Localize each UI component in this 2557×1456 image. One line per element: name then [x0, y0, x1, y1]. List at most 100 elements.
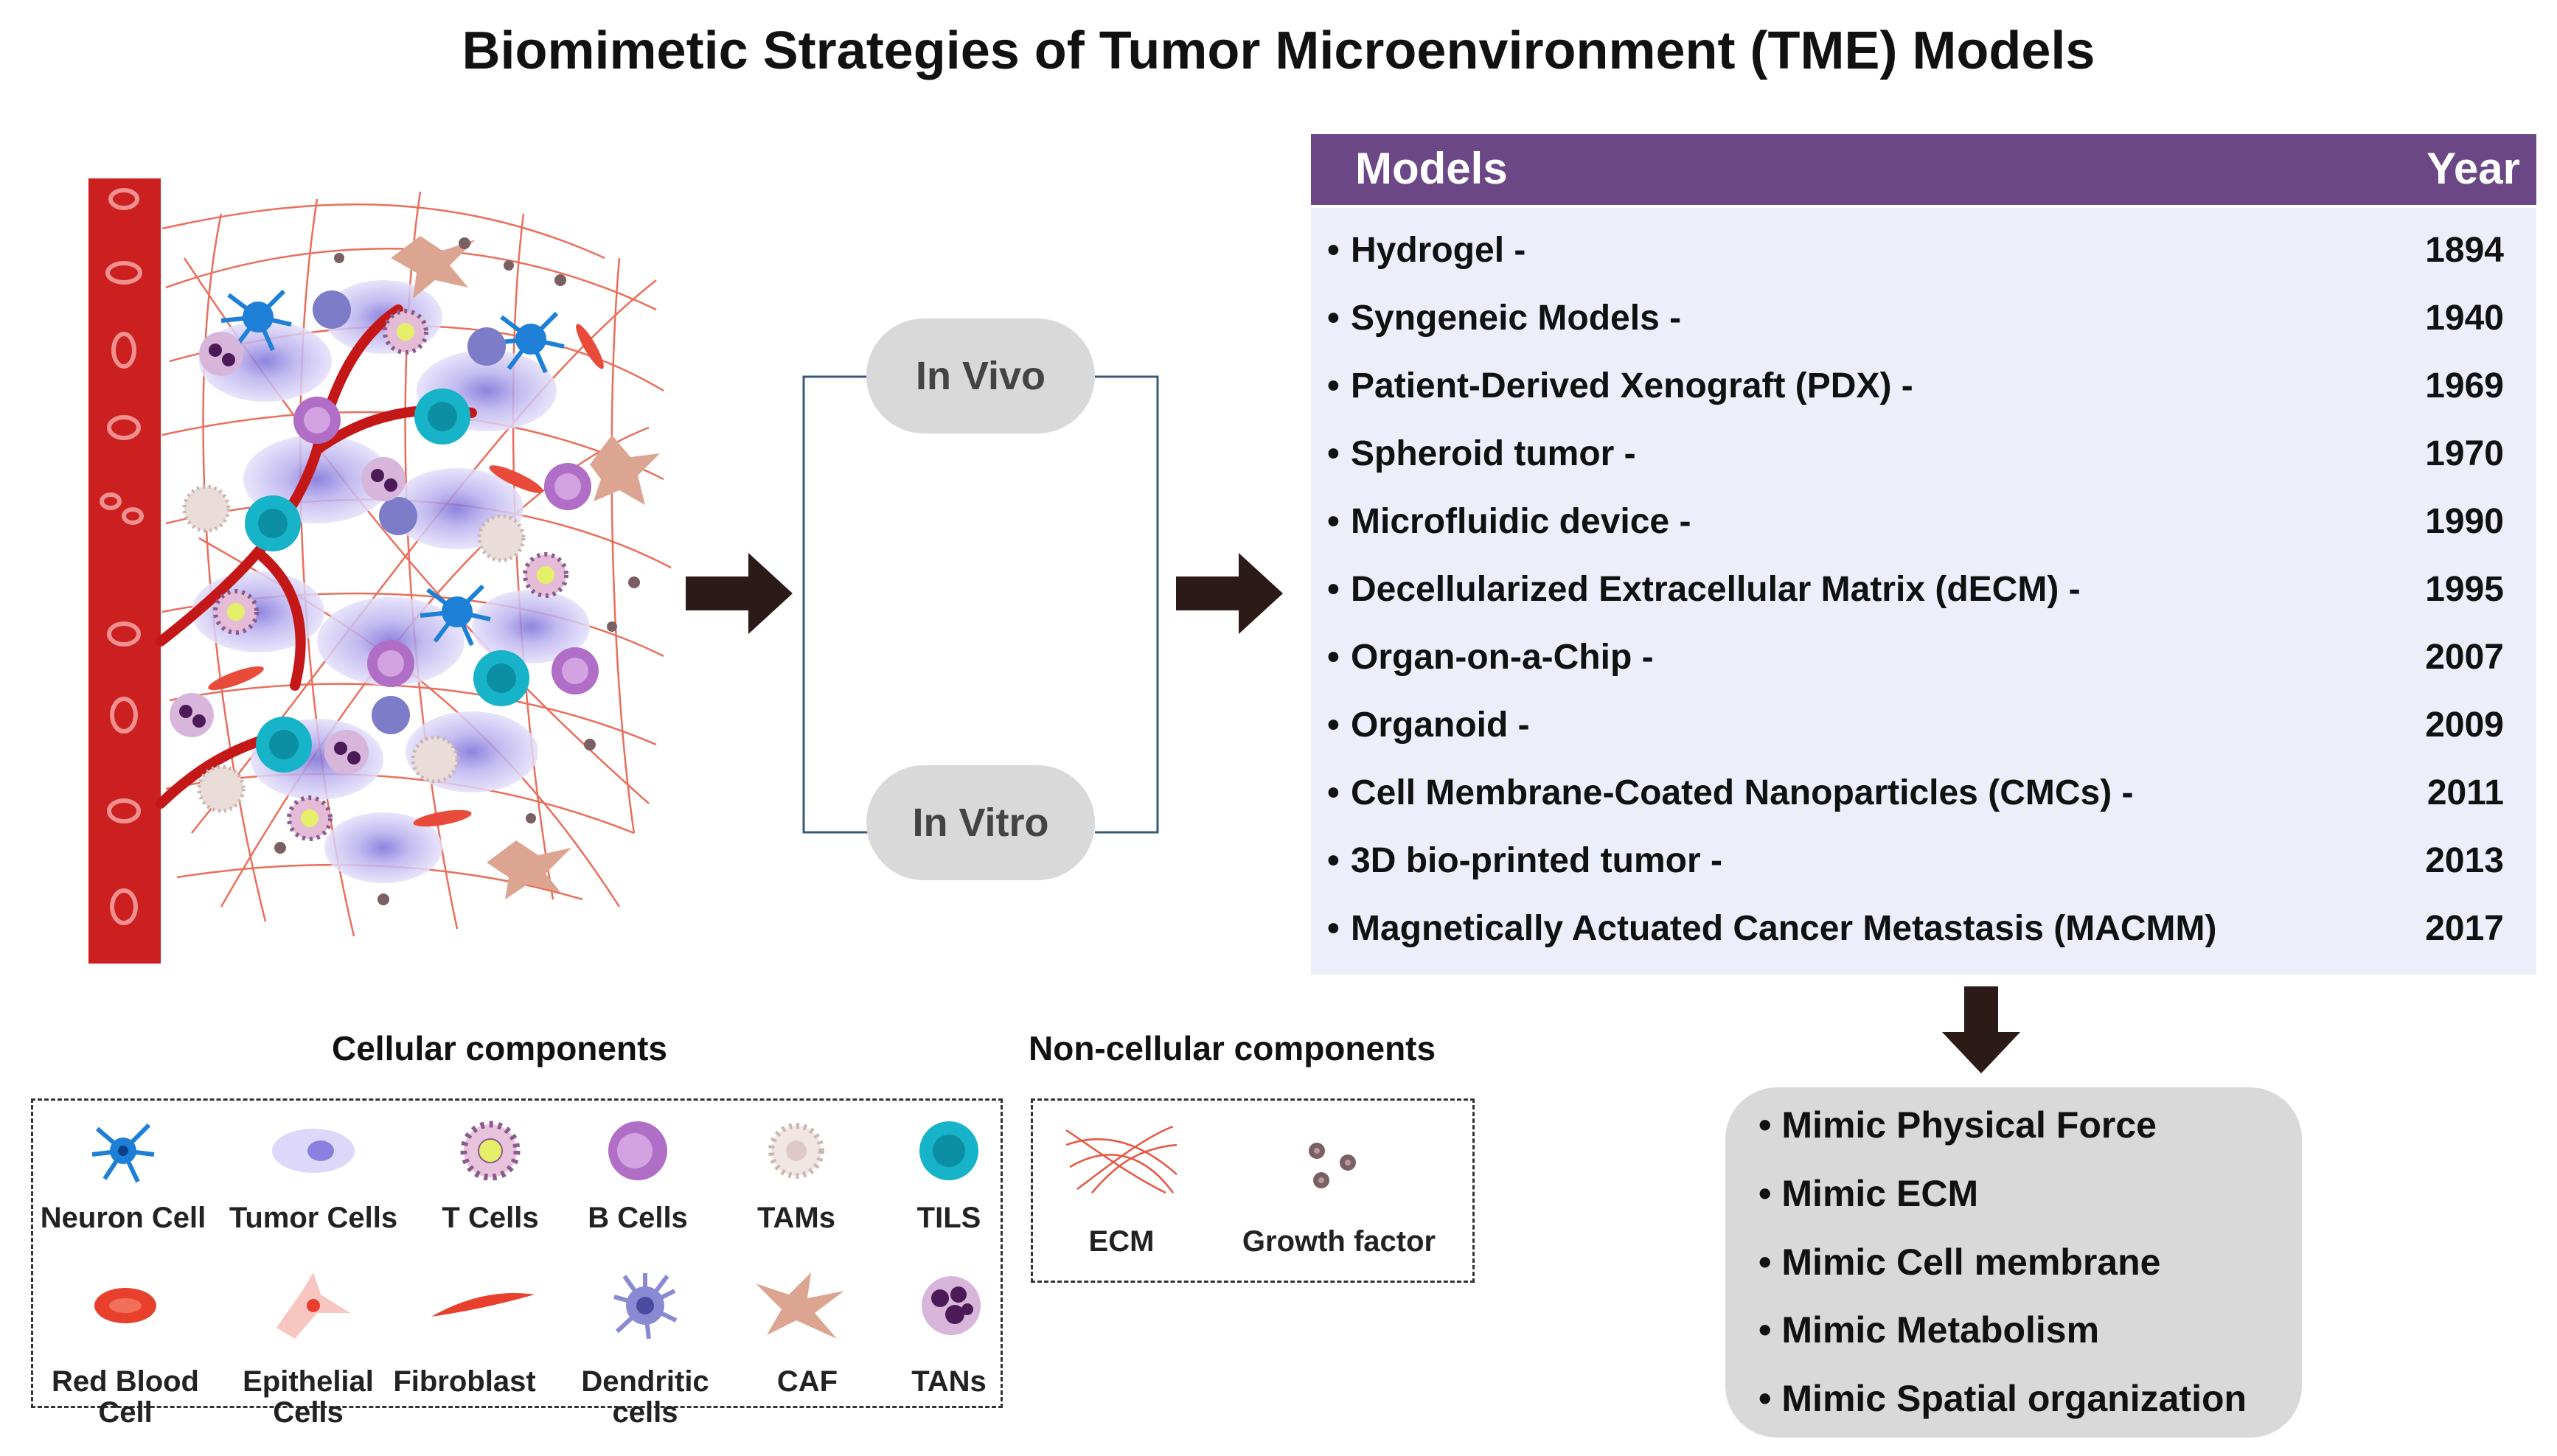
in-vitro-label: In Vitro — [866, 765, 1095, 880]
mimic-item: • Mimic Cell membrane — [1758, 1241, 2161, 1283]
table-row: • Magnetically Actuated Cancer Metastasis… — [1327, 908, 2520, 967]
legend-label-growth-factor: Growth factor — [1242, 1225, 1436, 1258]
mimic-item: • Mimic Metabolism — [1758, 1309, 2100, 1351]
legend-label-tils: TILS — [916, 1202, 981, 1234]
bullet-icon: • — [1327, 299, 1340, 338]
model-name: Syngeneic Models - — [1351, 299, 1682, 338]
legend-label-tumor: Tumor Cells — [229, 1202, 398, 1234]
tumor-cell-icon — [272, 1129, 355, 1173]
mimic-box: • Mimic Physical Force • Mimic ECM • Mim… — [1725, 1087, 2302, 1438]
model-year: 2011 — [2426, 773, 2504, 812]
mimic-item: • Mimic Physical Force — [1758, 1104, 2157, 1146]
bullet-icon: • — [1327, 502, 1340, 541]
arrow-down-icon — [1942, 986, 2020, 1073]
model-name: 3D bio-printed tumor - — [1351, 841, 1722, 880]
fibroblast-icon — [431, 1293, 535, 1317]
table-row: • Organ-on-a-Chip - 2007 — [1327, 637, 2520, 696]
table-row: • 3D bio-printed tumor - 2013 — [1327, 840, 2520, 899]
model-name: Organoid - — [1351, 706, 1530, 745]
model-year: 2009 — [2425, 706, 2504, 745]
year-column-header: Year — [2426, 144, 2520, 193]
legend-label-ecm: ECM — [1088, 1225, 1155, 1258]
model-year: 1995 — [2425, 570, 2504, 609]
dendritic-cell-icon — [613, 1273, 678, 1340]
model-name: Spheroid tumor - — [1351, 434, 1636, 473]
fibroblasts — [208, 324, 604, 827]
tam-icon — [768, 1123, 824, 1179]
model-year: 2013 — [2425, 841, 2504, 880]
legend-label-tans: TANs — [911, 1365, 987, 1398]
table-row: • Hydrogel - 1894 — [1327, 230, 2520, 289]
tils-icon — [919, 1121, 978, 1180]
table-row: •Decellularized Extracellular Matrix (dE… — [1327, 569, 2520, 628]
model-name: Hydrogel - — [1351, 231, 1526, 270]
vessel-rbcs — [100, 188, 144, 925]
figure-title: Biomimetic Strategies of Tumor Microenvi… — [462, 21, 2095, 80]
mimic-item: • Mimic Spatial organization — [1758, 1378, 2247, 1419]
b-cells — [293, 397, 599, 694]
noncellular-legend: ECM Growth factor — [1031, 1098, 1475, 1283]
legend-label-fibroblast: Fibroblast — [393, 1365, 536, 1398]
tumor-cells — [192, 280, 590, 883]
tils — [245, 389, 529, 773]
model-year: 1969 — [2425, 366, 2504, 405]
cellular-components-title: Cellular components — [332, 1029, 667, 1067]
t-cells — [213, 309, 568, 841]
model-name: Decellularized Extracellular Matrix (dEC… — [1351, 570, 2081, 609]
mimic-item: • Mimic ECM — [1758, 1173, 1979, 1214]
table-row: • Microfluidic device - 1990 — [1327, 501, 2520, 560]
red-blood-cell-icon — [94, 1288, 156, 1323]
model-name: Microfluidic device - — [1351, 502, 1691, 541]
bullet-icon: • — [1327, 841, 1340, 880]
growth-factor-icon — [1309, 1143, 1356, 1188]
t-cell-icon — [460, 1121, 521, 1181]
bullet-icon: • — [1327, 706, 1340, 745]
model-year: 1990 — [2425, 502, 2504, 541]
ecm-fibers-icon — [1065, 1125, 1177, 1194]
bullet-icon: • — [1327, 366, 1340, 405]
legend-label-tams: TAMs — [757, 1202, 835, 1234]
epithelial-cell-icon — [276, 1272, 350, 1339]
tme-illustration — [88, 178, 672, 964]
bullet-icon: • — [1327, 909, 1340, 948]
branch-bracket — [802, 375, 1159, 834]
model-name: Cell Membrane-Coated Nanoparticles (CMCs… — [1351, 773, 2134, 812]
cellular-legend: Neuron Cell Tumor Cells T Cells B Cells … — [31, 1098, 1003, 1428]
neuron-icon — [91, 1123, 155, 1183]
arrow-right-icon — [1176, 553, 1283, 634]
legend-label-caf: CAF — [776, 1365, 838, 1398]
growth-factors — [274, 237, 640, 905]
b-cell-icon — [608, 1121, 667, 1180]
model-year: 1894 — [2425, 231, 2504, 270]
immune-cells — [170, 290, 526, 813]
legend-label-tcells: T Cells — [442, 1202, 539, 1234]
bullet-icon: • — [1327, 773, 1340, 812]
table-row: • Spheroid tumor - 1970 — [1327, 433, 2520, 492]
cafs — [391, 236, 660, 899]
noncellular-components-title: Non-cellular components — [1029, 1029, 1436, 1067]
legend-label-bcells: B Cells — [588, 1202, 688, 1234]
model-name: Patient-Derived Xenograft (PDX) - — [1351, 366, 1913, 405]
bullet-icon: • — [1327, 231, 1340, 270]
models-table-header: Models Year — [1311, 134, 2536, 205]
neurons — [220, 289, 565, 647]
table-row: • Syngeneic Models - 1940 — [1327, 298, 2520, 357]
model-name: Magnetically Actuated Cancer Metastasis … — [1351, 909, 2217, 948]
model-year: 2017 — [2425, 909, 2504, 948]
blood-vessel — [88, 178, 161, 964]
models-column-header: Models — [1355, 144, 1508, 193]
table-row: • Organoid - 2009 — [1327, 705, 2520, 764]
model-year: 1940 — [2425, 299, 2504, 338]
bullet-icon: • — [1327, 434, 1340, 473]
table-row: • Patient-Derived Xenograft (PDX) - 1969 — [1327, 366, 2520, 425]
in-vivo-label: In Vivo — [866, 318, 1095, 433]
legend-label-neuron: Neuron Cell — [40, 1202, 206, 1234]
model-year: 1970 — [2425, 434, 2504, 473]
model-year: 2007 — [2425, 638, 2504, 677]
bullet-icon: • — [1327, 638, 1340, 677]
model-name: Organ-on-a-Chip - — [1351, 638, 1654, 677]
